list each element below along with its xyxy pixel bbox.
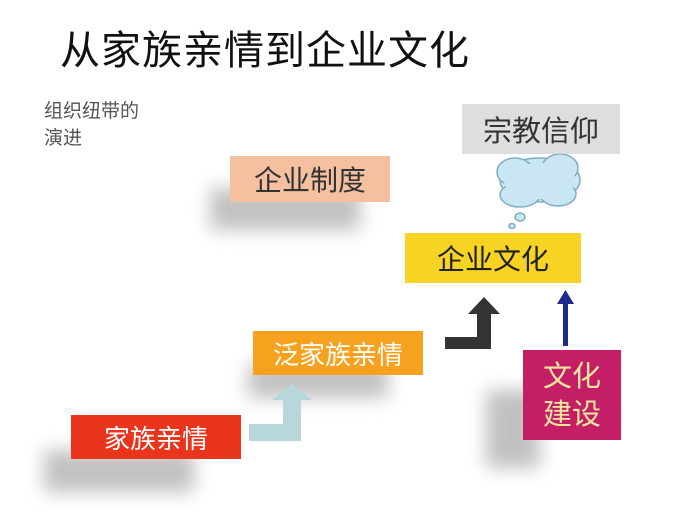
box-qiye-zhidu: 企业制度: [230, 156, 390, 202]
page-title: 从家族亲情到企业文化: [60, 28, 470, 74]
box-wenhua-jianshe-line-1: 文化: [542, 359, 601, 393]
box-zongjiao: 宗教信仰: [462, 104, 620, 154]
box-qiye-wenhua: 企业文化: [405, 233, 581, 283]
box-fan-jiazu-qinqing: 泛家族亲情: [253, 331, 423, 375]
box-jiazu-qinqing: 家族亲情: [71, 415, 241, 459]
subtitle: 组织纽带的演进: [44, 100, 140, 149]
box-wenhua-jianshe-line-2: 建设: [542, 397, 601, 431]
box-wenhua-jianshe: 文化建设: [523, 350, 621, 440]
